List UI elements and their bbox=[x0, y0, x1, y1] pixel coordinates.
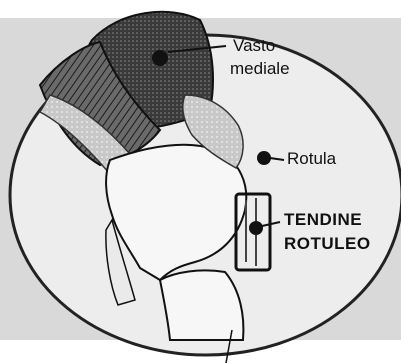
label-tendine-line1: TENDINE bbox=[284, 211, 362, 228]
label-vasto-line1: Vasto bbox=[233, 37, 275, 54]
tibia-bone bbox=[160, 270, 243, 340]
label-rotula: Rotula bbox=[287, 150, 336, 167]
rotula-marker bbox=[257, 151, 271, 165]
label-vasto-line2: mediale bbox=[230, 60, 290, 77]
tendine-marker bbox=[249, 221, 263, 235]
vasto-marker bbox=[152, 50, 168, 66]
label-tendine-line2: ROTULEO bbox=[284, 235, 371, 252]
